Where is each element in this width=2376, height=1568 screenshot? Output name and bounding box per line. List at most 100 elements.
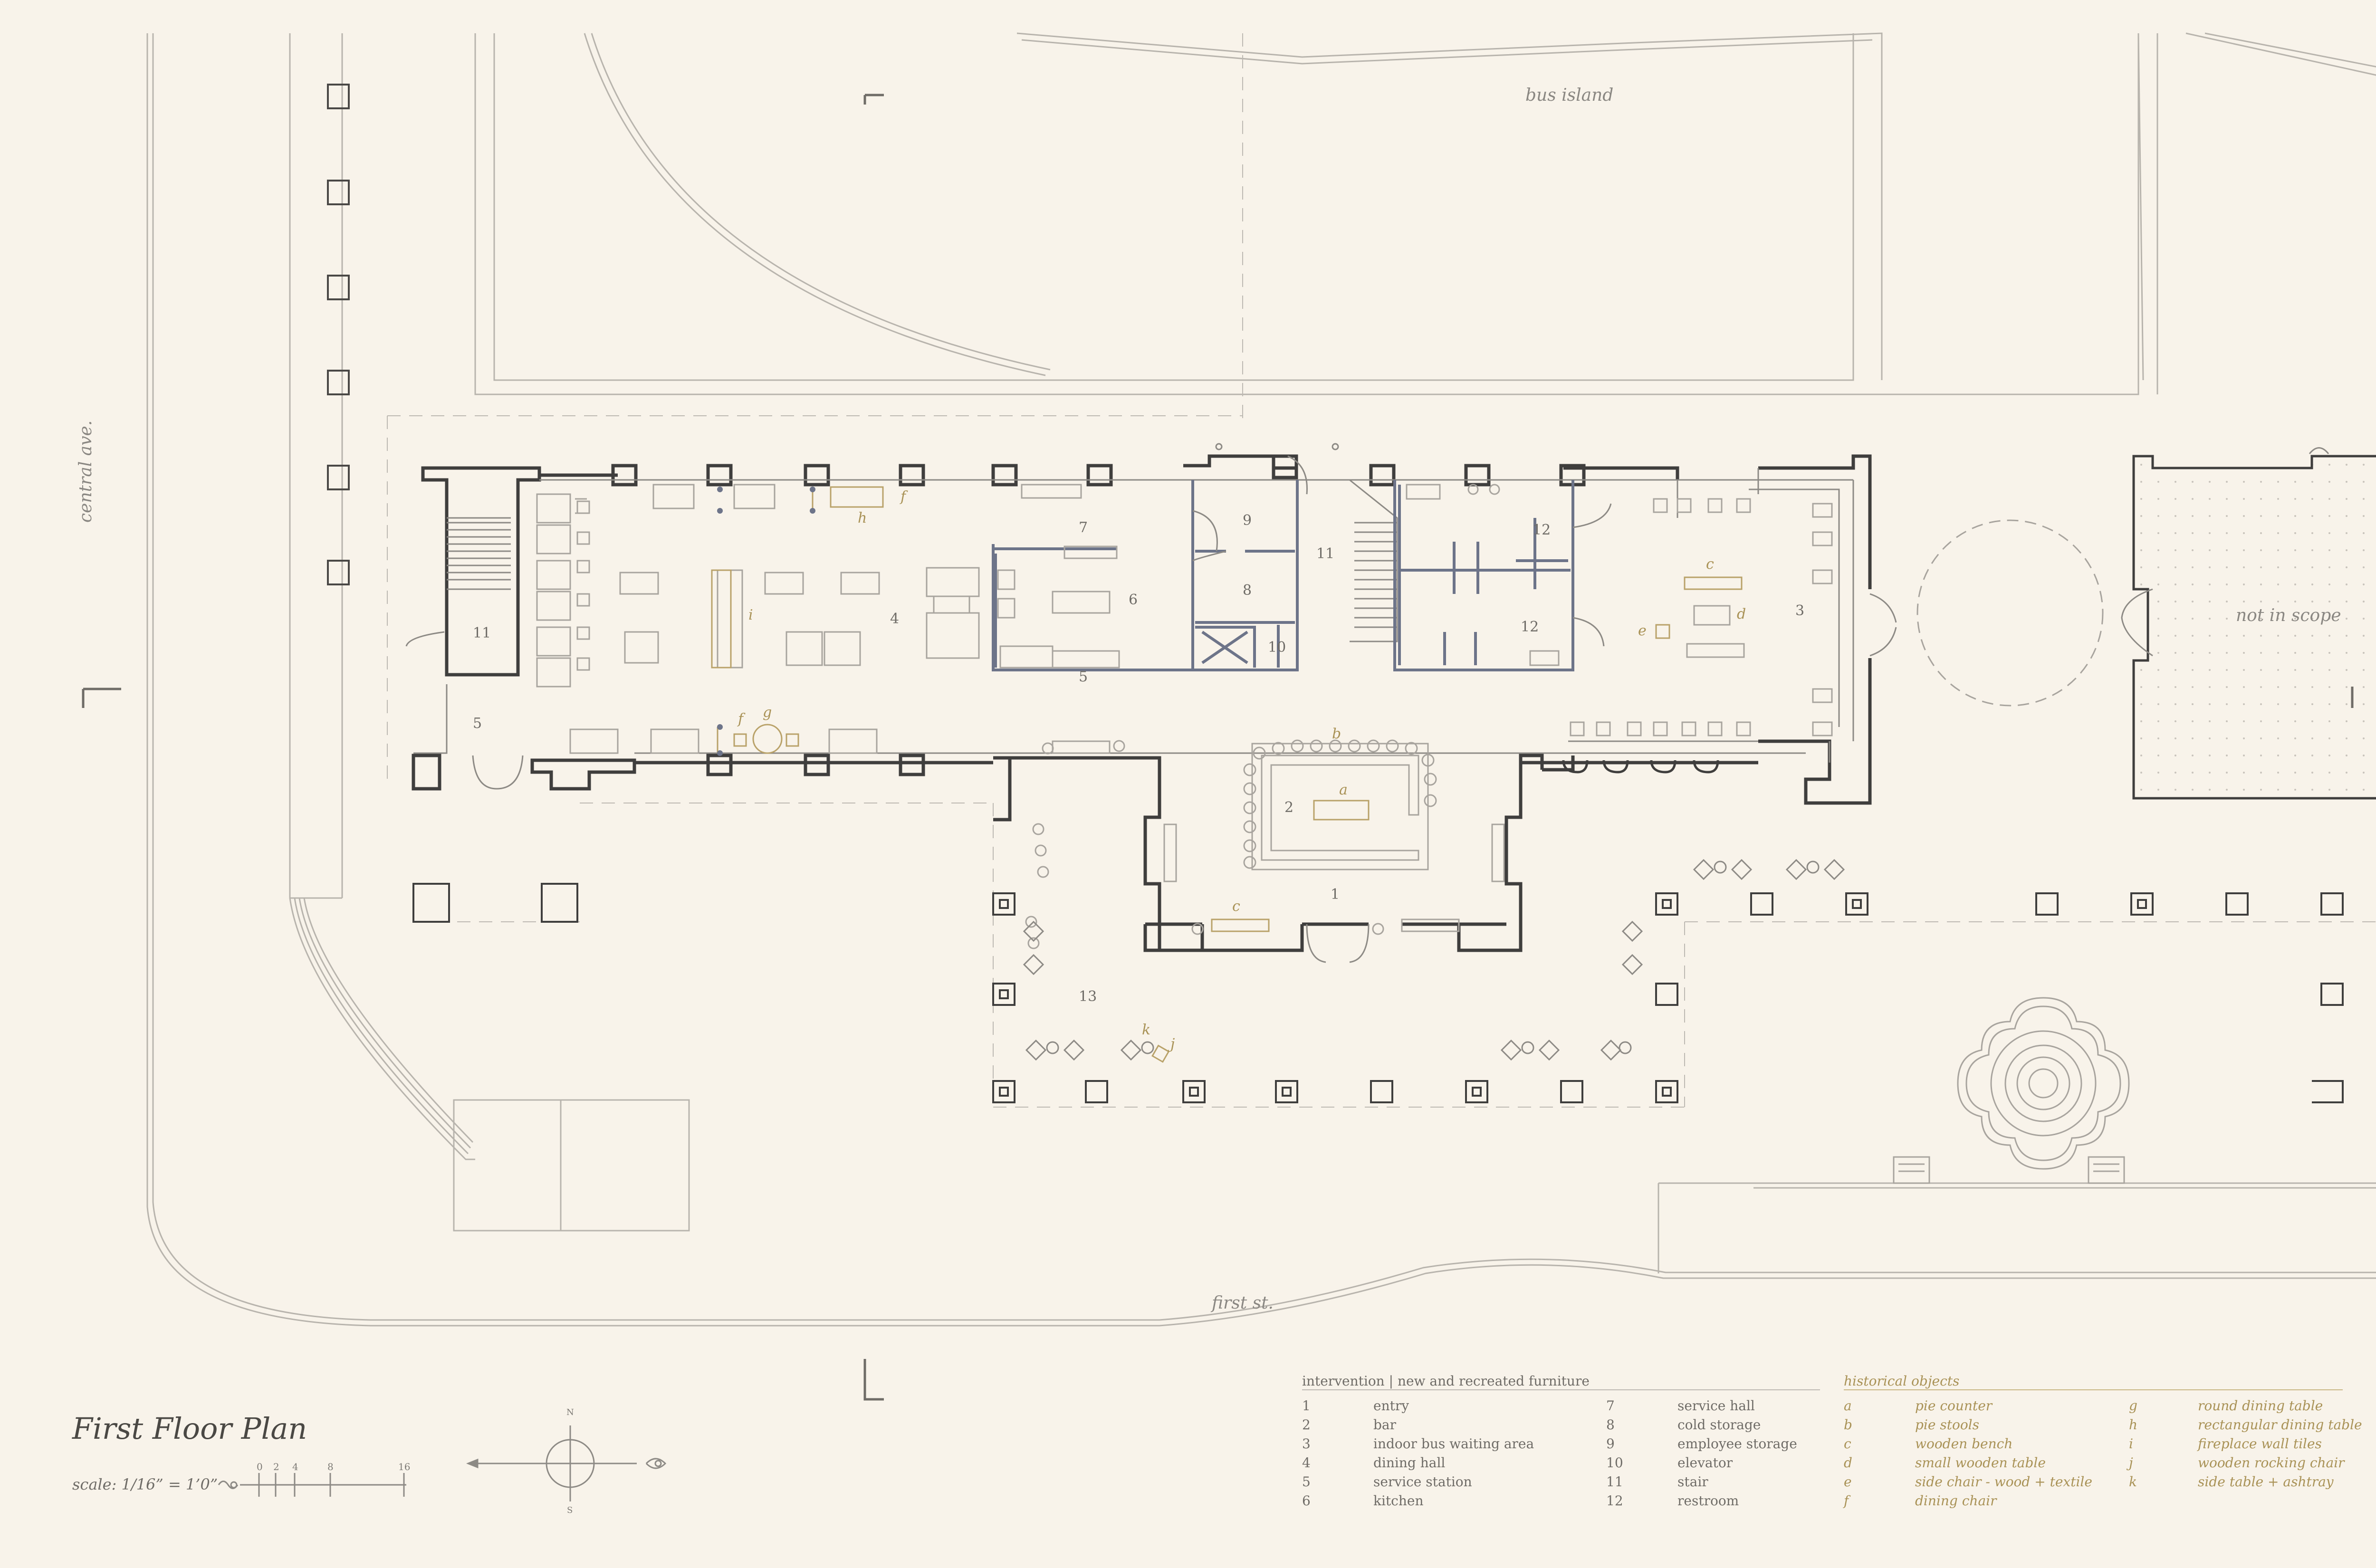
legend-object-key: g — [2129, 1398, 2137, 1414]
not-in-scope-area — [2132, 455, 2376, 800]
sheet-marks — [82, 94, 2354, 1401]
parking-blocks — [453, 1099, 690, 1232]
legend-object-key: a — [1844, 1398, 1852, 1414]
furniture — [536, 484, 1833, 932]
object-tag: f — [738, 711, 744, 727]
object-tag: h — [858, 510, 867, 526]
room-tag: 5 — [1079, 669, 1088, 685]
room-tag: 12 — [1521, 619, 1539, 635]
object-tag: f — [901, 488, 906, 505]
legend-object-key: j — [2129, 1455, 2133, 1471]
legend-room-name: entry — [1373, 1398, 1409, 1414]
legend-room-num: 11 — [1606, 1474, 1623, 1490]
legend-object-name: round dining table — [2198, 1398, 2323, 1414]
room-tag: 13 — [1079, 988, 1097, 1005]
bus-bays — [1562, 760, 1719, 774]
legend-room-num: 4 — [1302, 1455, 1311, 1471]
legend-room-num: 8 — [1606, 1417, 1615, 1433]
building-walls — [412, 454, 1872, 952]
legend-object-name: side table + ashtray — [2198, 1474, 2334, 1490]
legend-object-name: pie counter — [1915, 1398, 1993, 1414]
scale-tick: 8 — [327, 1461, 334, 1472]
legend-object-name: wooden rocking chair — [2198, 1455, 2345, 1471]
scale-tick: 0 — [257, 1461, 263, 1472]
legend-room-num: 9 — [1606, 1436, 1615, 1452]
object-tag: d — [1737, 606, 1746, 622]
legend-room-num: 3 — [1302, 1436, 1311, 1452]
scale-label: scale: 1/16” = 1’0” — [72, 1475, 218, 1493]
room-tag: 8 — [1243, 582, 1252, 599]
scale-bar — [218, 1473, 406, 1497]
object-tag: a — [1339, 782, 1348, 798]
porch-columns — [412, 883, 2344, 1103]
object-tag: k — [1142, 1022, 1151, 1038]
intervention-heading: intervention | new and recreated furnitu… — [1302, 1373, 1590, 1389]
first-st-label: first st. — [1212, 1293, 1274, 1313]
room-tag: 7 — [1079, 519, 1088, 536]
object-tag: c — [1706, 556, 1714, 573]
pillar-posts — [717, 487, 815, 756]
doors — [405, 443, 1897, 963]
room-tag: 11 — [473, 625, 491, 641]
page-title: First Floor Plan — [72, 1411, 307, 1446]
legend-room-name: kitchen — [1373, 1493, 1424, 1509]
legend-room-num: 12 — [1606, 1493, 1623, 1509]
compass-north: N — [566, 1407, 574, 1417]
room-tag: 4 — [890, 611, 900, 627]
scale-tick: 16 — [398, 1461, 411, 1472]
legend-room-name: dining hall — [1373, 1455, 1446, 1471]
central-ave-label: central ave. — [76, 420, 96, 523]
not-in-scope-label: not in scope — [2236, 606, 2341, 625]
legend-room-name: cold storage — [1677, 1417, 1761, 1433]
object-tag: b — [1332, 726, 1341, 742]
legend-room-name: employee storage — [1677, 1436, 1797, 1452]
legend-object-name: pie stools — [1915, 1417, 1980, 1433]
fountain — [1893, 997, 2130, 1184]
room-tag: 10 — [1268, 639, 1286, 656]
object-tag: g — [763, 704, 772, 721]
scale-tick: 4 — [292, 1461, 298, 1472]
legend-object-name: fireplace wall tiles — [2198, 1436, 2322, 1452]
legend-object-key: f — [1844, 1493, 1849, 1509]
legend-room-name: elevator — [1677, 1455, 1733, 1471]
compass-south: S — [567, 1505, 573, 1515]
rotunda-outline — [1916, 519, 2104, 707]
legend-room-num: 10 — [1606, 1455, 1623, 1471]
object-tag: e — [1638, 622, 1647, 639]
object-tag: j — [1170, 1036, 1175, 1052]
legend-room-name: service hall — [1677, 1398, 1755, 1414]
legend-object-key: h — [2129, 1417, 2138, 1433]
room-tag: 1 — [1331, 886, 1340, 903]
legend-object-name: rectangular dining table — [2198, 1417, 2362, 1433]
legend-room-name: bar — [1373, 1417, 1397, 1433]
interior-lines — [413, 468, 1854, 763]
object-tag: c — [1232, 898, 1240, 915]
pie-stools — [1025, 739, 1437, 949]
legend-room-num: 5 — [1302, 1474, 1311, 1490]
bus-island-label: bus island — [1525, 86, 1614, 105]
legend-room-num: 2 — [1302, 1417, 1311, 1433]
legend-object-key: d — [1844, 1455, 1852, 1471]
legend-room-name: restroom — [1677, 1493, 1739, 1509]
object-tag: i — [748, 607, 753, 623]
compass — [466, 1425, 667, 1501]
legend-object-key: c — [1844, 1436, 1851, 1452]
legend-object-name: wooden bench — [1915, 1436, 2013, 1452]
room-tag: 3 — [1795, 602, 1805, 619]
legend-object-name: side chair - wood + textile — [1915, 1474, 2092, 1490]
room-tag: 2 — [1284, 799, 1294, 816]
legend-room-name: stair — [1677, 1474, 1708, 1490]
legend-object-key: e — [1844, 1474, 1852, 1490]
site-lines — [146, 32, 2376, 1327]
legend-room-name: indoor bus waiting area — [1373, 1436, 1534, 1452]
legend-room-name: service station — [1373, 1474, 1472, 1490]
room-tag: 9 — [1243, 512, 1252, 529]
scale-tick: 2 — [273, 1461, 279, 1472]
legend-object-key: k — [2129, 1474, 2137, 1490]
legend-object-name: small wooden table — [1915, 1455, 2046, 1471]
legend-object-key: b — [1844, 1417, 1852, 1433]
room-tag: 5 — [473, 715, 482, 732]
legend-room-num: 6 — [1302, 1493, 1311, 1509]
